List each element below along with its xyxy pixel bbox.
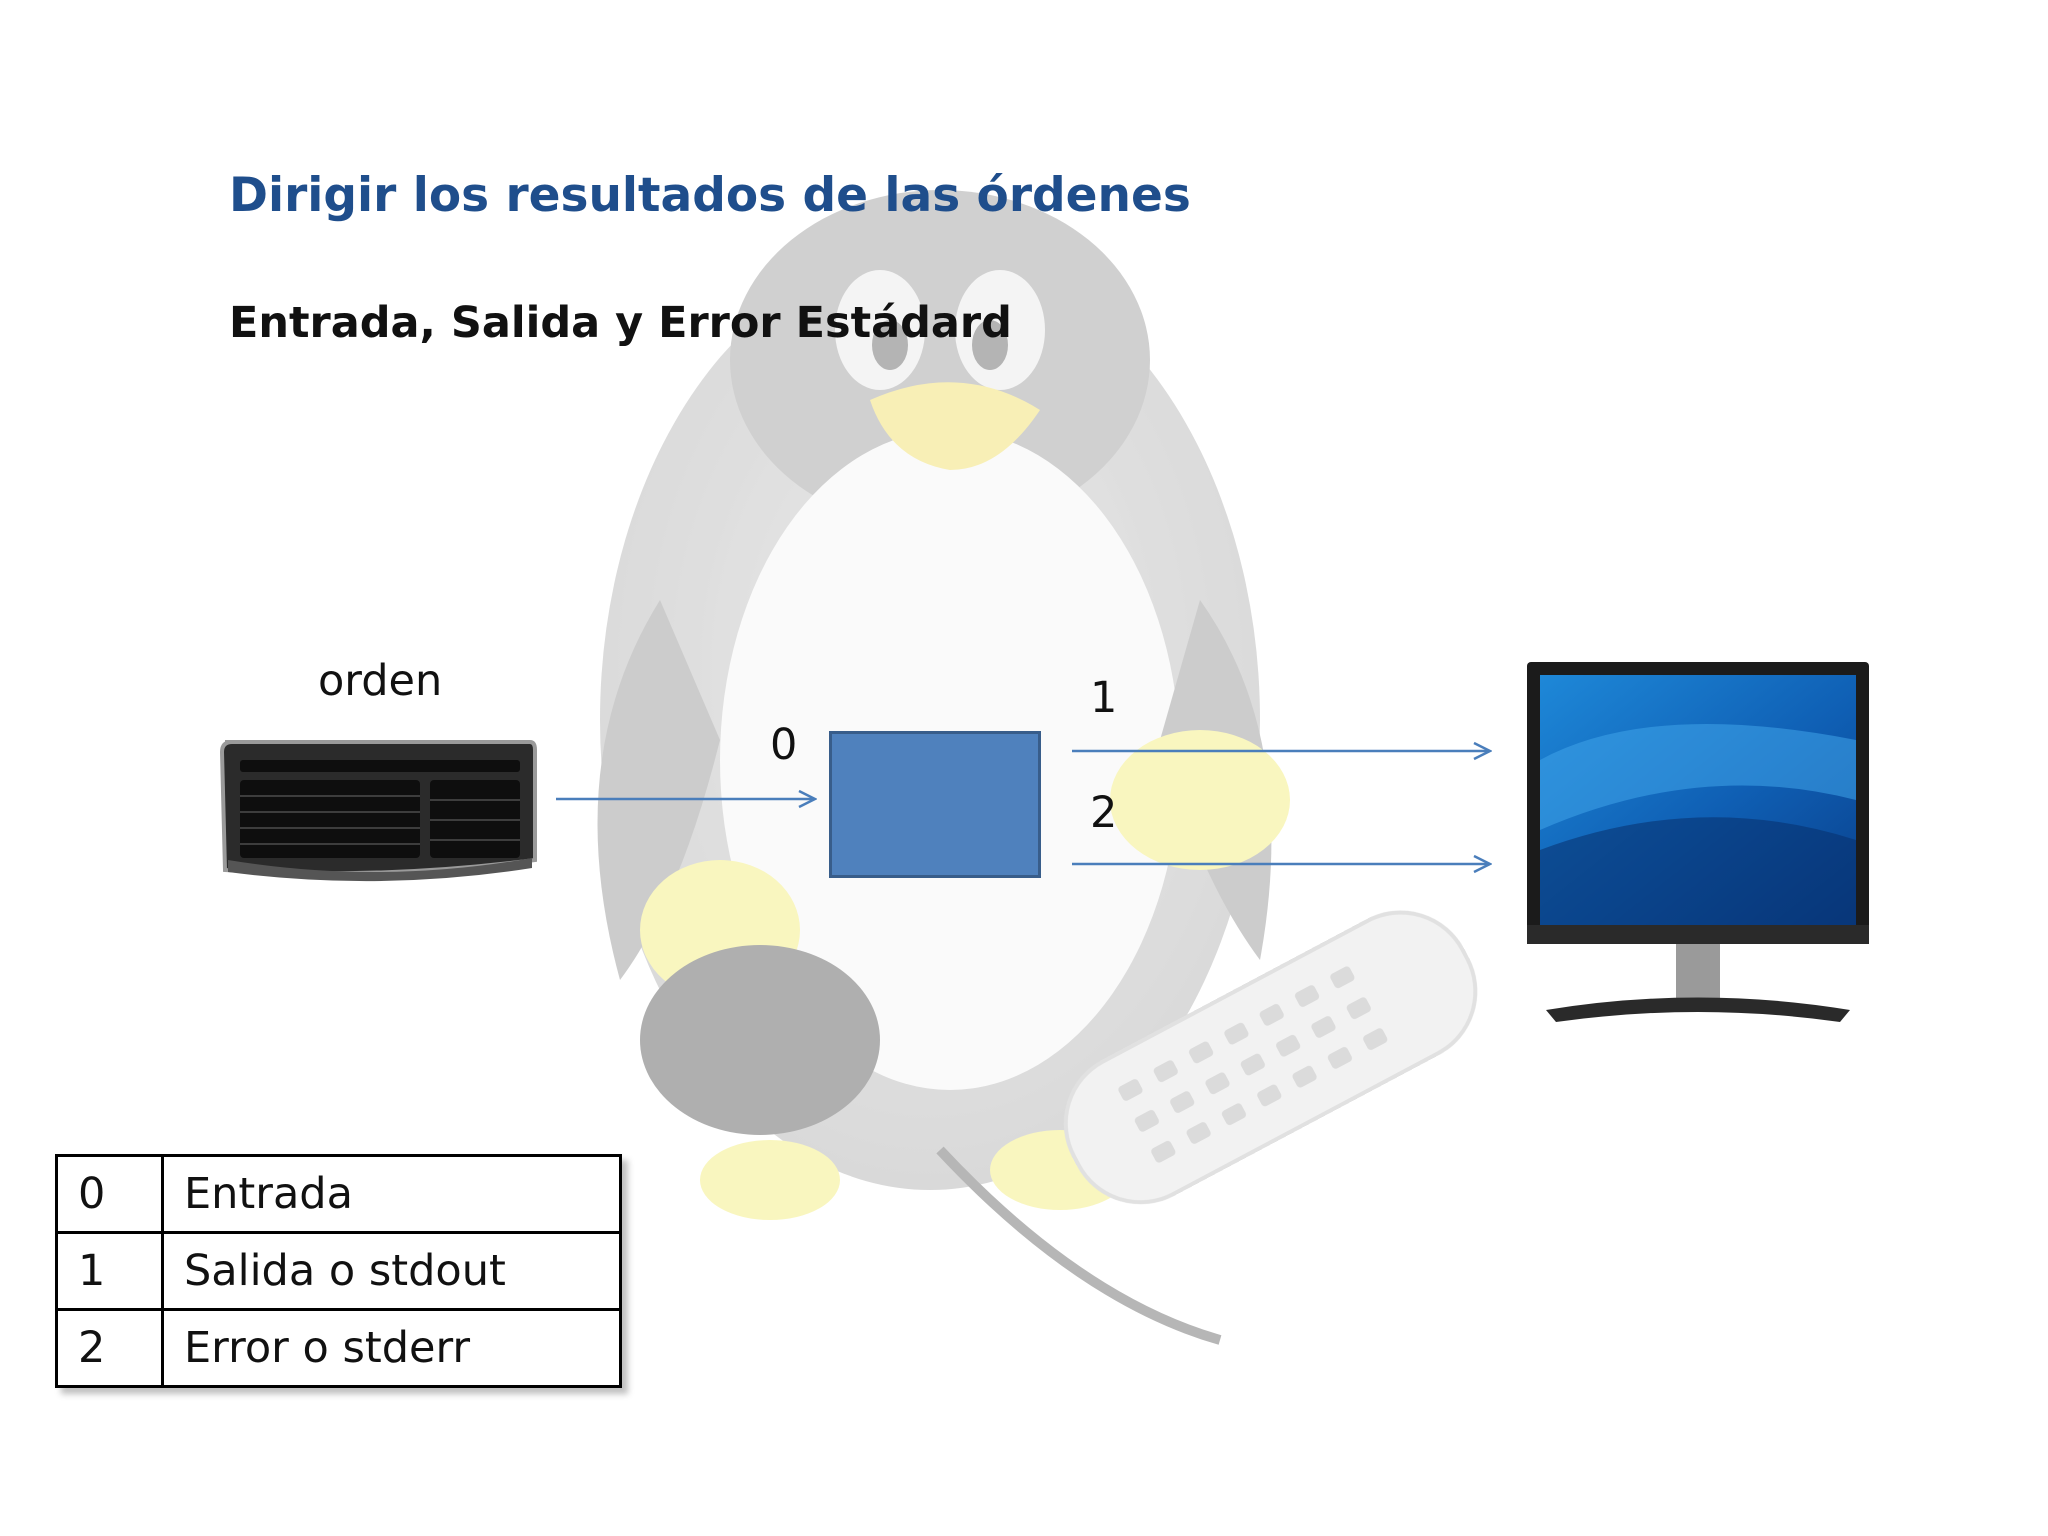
table-row: 2 Error o stderr bbox=[55, 1308, 622, 1388]
slide-subtitle: Entrada, Salida y Error Estádard bbox=[229, 298, 1012, 348]
keyboard-icon bbox=[219, 740, 537, 882]
table-cell-number: 0 bbox=[55, 1154, 164, 1234]
table-row: 0 Entrada bbox=[55, 1154, 622, 1234]
stream-label-stderr: 2 bbox=[1090, 788, 1118, 838]
file-descriptor-table: 0 Entrada 1 Salida o stdout 2 Error o st… bbox=[55, 1154, 622, 1388]
table-cell-number: 2 bbox=[55, 1308, 164, 1388]
keyboard-label: orden bbox=[318, 656, 443, 706]
table-cell-description: Salida o stdout bbox=[161, 1231, 622, 1311]
table-cell-description: Error o stderr bbox=[161, 1308, 622, 1388]
slide-title: Dirigir los resultados de las órdenes bbox=[229, 168, 1191, 223]
stream-label-stdin: 0 bbox=[770, 720, 798, 770]
table-cell-number: 1 bbox=[55, 1231, 164, 1311]
process-box bbox=[829, 731, 1041, 878]
table-cell-description: Entrada bbox=[161, 1154, 622, 1234]
stream-label-stdout: 1 bbox=[1090, 673, 1118, 723]
table-row: 1 Salida o stdout bbox=[55, 1231, 622, 1311]
monitor-icon bbox=[1527, 662, 1869, 1022]
